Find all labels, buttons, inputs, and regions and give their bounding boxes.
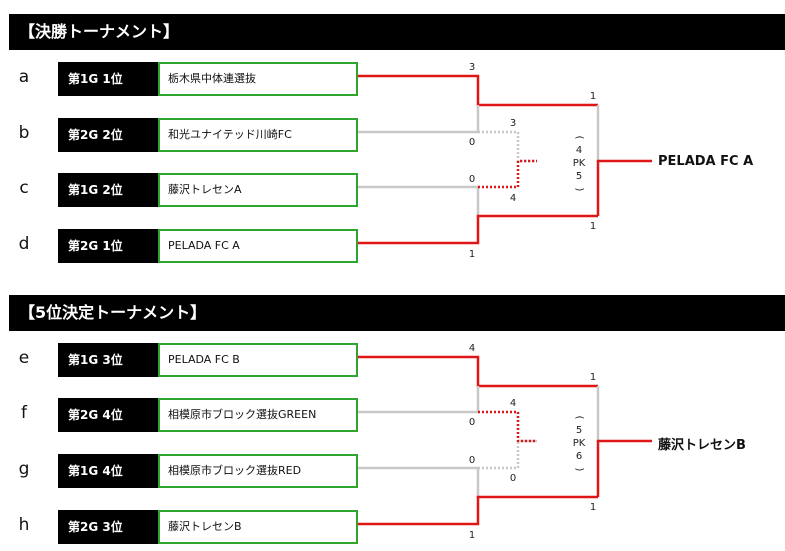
team-name: PELADA FC A [158, 229, 358, 263]
score-label: 1 [589, 221, 597, 232]
score-label: 0 [468, 417, 476, 428]
row-letter: f [21, 403, 27, 423]
score-label: 0 [509, 473, 517, 484]
pk-paren-open: ( [573, 415, 585, 420]
pk-label: PK [572, 438, 586, 449]
team-name: 藤沢トレセンB [158, 510, 358, 544]
seed-label: 第1G 4位 [58, 454, 158, 488]
bracket-line-f [358, 386, 480, 414]
row-letter: g [18, 459, 30, 479]
bracket-line-h [358, 495, 598, 526]
team-name: 相模原市ブロック選抜RED [158, 454, 358, 488]
pk-score-top: 5 [575, 425, 583, 436]
pk-result: ( 5 PK 6 ) [566, 411, 592, 476]
bracket-line-a [358, 74, 598, 107]
winner-name: PELADA FC A [658, 154, 754, 169]
seed-label: 第1G 2位 [58, 173, 158, 207]
seed-label: 第2G 1位 [58, 229, 158, 263]
bracket-line-g [358, 466, 480, 497]
row-letter: c [19, 178, 29, 198]
score-label: 1 [468, 530, 476, 541]
pk-score-top: 4 [575, 145, 583, 156]
bracket-line-final-bot [596, 159, 652, 216]
winner-name: 藤沢トレセンB [658, 438, 746, 453]
bracket-line-c [358, 185, 480, 216]
row-letter: h [18, 515, 30, 535]
score-label: 4 [468, 343, 476, 354]
seed-label: 第2G 3位 [58, 510, 158, 544]
row-letter: b [18, 123, 30, 143]
pk-label: PK [572, 158, 586, 169]
row-letter: a [18, 67, 30, 87]
bracket-line-sf-top [478, 410, 537, 443]
bracket-line-sf-bot [478, 159, 537, 189]
bracket-line-sf-top [478, 130, 537, 163]
row-letter: e [18, 348, 30, 368]
pk-paren-open: ( [573, 135, 585, 140]
score-label: 0 [468, 137, 476, 148]
score-label: 4 [509, 398, 517, 409]
pk-score-bottom: 5 [575, 171, 583, 182]
bracket-line-e [358, 355, 598, 388]
seed-label: 第1G 3位 [58, 343, 158, 377]
row-letter: d [18, 234, 30, 254]
section-title-fifth-place: 【5位決定トーナメント】 [9, 295, 785, 331]
score-label: 0 [468, 174, 476, 185]
score-label: 1 [589, 91, 597, 102]
team-name: 栃木県中体連選抜 [158, 62, 358, 96]
seed-label: 第1G 1位 [58, 62, 158, 96]
bracket-line-final-bot [596, 439, 652, 497]
score-label: 3 [468, 62, 476, 73]
team-name: PELADA FC B [158, 343, 358, 377]
pk-score-bottom: 6 [575, 451, 583, 462]
pk-result: ( 4 PK 5 ) [566, 131, 592, 196]
team-name: 藤沢トレセンA [158, 173, 358, 207]
score-label: 3 [509, 118, 517, 129]
score-label: 1 [589, 372, 597, 383]
bracket-line-sf-bot [478, 439, 537, 470]
score-label: 1 [589, 502, 597, 513]
score-label: 0 [468, 455, 476, 466]
score-label: 1 [468, 249, 476, 260]
section-title-final: 【決勝トーナメント】 [9, 14, 785, 50]
pk-paren-close: ) [573, 467, 585, 472]
seed-label: 第2G 4位 [58, 398, 158, 432]
seed-label: 第2G 2位 [58, 118, 158, 152]
team-name: 相模原市ブロック選抜GREEN [158, 398, 358, 432]
bracket-line-b [358, 105, 480, 134]
pk-paren-close: ) [573, 187, 585, 192]
team-name: 和光ユナイテッド川崎FC [158, 118, 358, 152]
bracket-line-d [358, 214, 598, 245]
score-label: 4 [509, 193, 517, 204]
